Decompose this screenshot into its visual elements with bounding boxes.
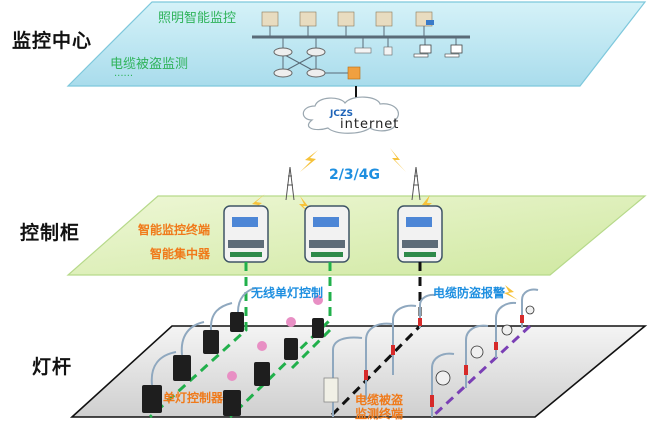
single-lamp-controller: [142, 312, 324, 416]
layer-label-light-pole: 灯杆: [32, 356, 73, 378]
monitoring-center-plane: [66, 1, 647, 87]
firewall-icon: [347, 66, 361, 80]
server-icon: [415, 11, 434, 37]
concentrator-device: [397, 205, 443, 263]
server-icon: [375, 11, 393, 37]
lamp-head-icon: [227, 295, 323, 381]
cable-theft-terminal: [323, 377, 339, 403]
layer-label-control-cabinet: 控制柜: [20, 222, 81, 244]
cable-anti-theft-alarm-label: 电缆防盗报警: [433, 286, 506, 300]
router-icon: [273, 37, 350, 78]
wireless-network-label: 2/3/4G: [329, 167, 380, 183]
server-icon: [299, 11, 317, 37]
ptz-camera-icon: [435, 305, 535, 386]
cable-theft-monitoring-label: 电缆被盗监测: [110, 57, 189, 72]
smart-terminal-label: 智能监控终端: [138, 223, 211, 237]
cloud-brand-logo: JCZS: [330, 109, 353, 119]
lighting-monitoring-label: 照明智能监控: [158, 11, 237, 26]
network-topology: [252, 11, 470, 80]
concentrator-device: [304, 205, 350, 263]
cable-theft-terminal-label-line1: 电缆被盗: [355, 393, 404, 407]
street-light-pole: [332, 288, 539, 417]
cell-tower-icon: [285, 166, 295, 201]
internet-label: internet: [340, 117, 400, 132]
gps-clock-icon: [354, 37, 372, 54]
cable-theft-terminal-label-line2: 监测终端: [355, 407, 404, 421]
street-light-arm: [150, 287, 257, 386]
cell-tower-icon: [411, 166, 421, 201]
workstation-icon: [413, 37, 432, 58]
cable-sensor-marker: [364, 315, 524, 407]
server-icon: [261, 11, 279, 37]
single-lamp-controller-label: 单灯控制器: [163, 391, 224, 405]
more-items-ellipsis: ......: [114, 68, 134, 79]
wireless-single-lamp-control-label: 无线单灯控制: [251, 286, 324, 300]
control-cabinet-plane: [66, 195, 647, 276]
smart-concentrator-label: 智能集中器: [150, 247, 211, 261]
internet-cloud-icon: [302, 96, 399, 134]
camera-link: [430, 324, 532, 419]
concentrator-device: [223, 205, 269, 263]
server-icon: [337, 11, 355, 37]
workstation-icon: [444, 37, 463, 58]
wireless-signal-icon: [246, 148, 518, 300]
layer-label-monitoring-center: 监控中心: [12, 30, 93, 52]
camera-device-icon: [383, 37, 393, 56]
